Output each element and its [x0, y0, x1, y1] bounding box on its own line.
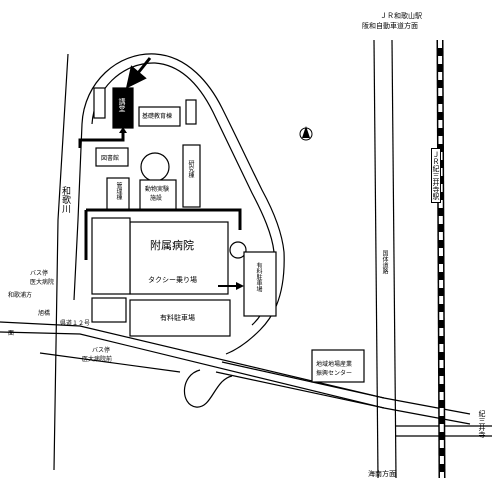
side-parking-label: 有料駐車場	[255, 262, 262, 292]
regional-center-building	[311, 349, 365, 383]
taxi-label: タクシー乗り場	[148, 276, 197, 284]
river-label: 和歌川	[60, 186, 70, 213]
north-icon	[299, 126, 313, 141]
kainan-label: 海南方面	[368, 470, 396, 478]
parking-arrow	[236, 282, 244, 290]
round-building	[140, 152, 170, 182]
basic-education-building	[138, 106, 181, 127]
regional-center-label-2: 振興センター	[316, 370, 353, 377]
bus-stop-1-label: バス停	[30, 270, 49, 277]
animal-facility-label-1: 動物実験	[145, 186, 170, 193]
river-left-bank	[53, 53, 69, 471]
bus-stop-2b-label: 医大病院前	[82, 356, 113, 363]
parking-lot-main	[129, 299, 231, 337]
jr-wakayama-label: ＪＲ和歌山駅	[380, 12, 422, 20]
national-road-right	[391, 39, 397, 479]
hospital-building	[129, 221, 229, 295]
hospital-label: 附属病院	[150, 239, 194, 252]
library-building	[95, 147, 129, 167]
parking-lot-left	[91, 297, 127, 323]
hospital-round	[229, 241, 247, 259]
research-building	[182, 144, 201, 208]
route-arrow-up	[119, 127, 127, 133]
side-building-right	[185, 99, 197, 125]
management-label: 管理棟	[115, 182, 122, 200]
kimiidera-label: 紀三井寺	[478, 410, 486, 438]
animal-facility-label-2: 施設	[150, 195, 163, 202]
road-short-label: 旭橋	[38, 310, 51, 317]
route-12-label: 県道１２号	[60, 320, 91, 327]
national-road-label: 国体道路	[381, 250, 388, 274]
campus-boundary	[81, 53, 285, 355]
regional-center-label-1: 地域地場産業	[316, 361, 353, 368]
basic-education-label: 基礎教育棟	[142, 113, 173, 120]
route-line	[78, 130, 242, 260]
railway	[436, 39, 446, 479]
national-road-left	[373, 39, 379, 479]
river-right-bank	[73, 123, 83, 301]
parking-label: 有料駐車場	[160, 314, 195, 322]
jr-kimiidera-label: ＪＲ紀三井寺駅	[431, 148, 441, 203]
lecture-room-label: 講堂	[118, 98, 126, 112]
road-west-2	[0, 331, 385, 409]
road-lower	[39, 352, 181, 373]
arrow-marker	[125, 57, 152, 89]
animal-facility-building	[139, 179, 177, 211]
loop-road	[183, 369, 233, 408]
side-building-left	[93, 87, 106, 119]
library-label: 図書館	[101, 155, 120, 162]
wakaura-label-2: 面	[8, 330, 15, 337]
research-label: 研究棟	[187, 160, 194, 178]
highway-direction-label: 阪和自動車道方面	[362, 22, 418, 30]
road-west	[0, 321, 385, 399]
bus-stop-1b-label: 医大病院	[30, 279, 55, 286]
hospital-block-left	[91, 217, 131, 295]
wakaura-label-1: 和歌浦方	[8, 292, 33, 299]
parking-lot-side	[243, 251, 277, 317]
bus-stop-2-label: バス停	[92, 347, 111, 354]
